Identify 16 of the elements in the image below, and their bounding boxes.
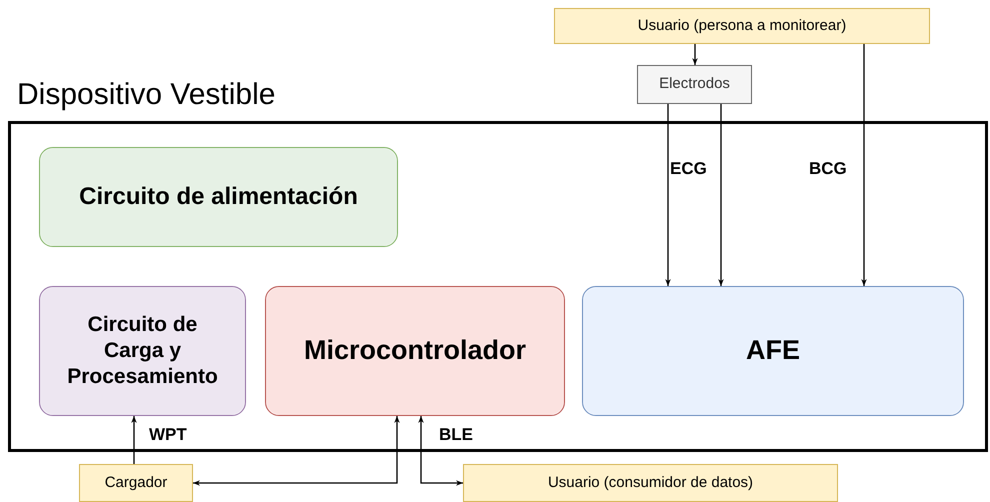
- arrow: [718, 104, 724, 286]
- data-user-box: Usuario (consumidor de datos): [463, 464, 838, 502]
- user-box: Usuario (persona a monitorear): [554, 8, 930, 44]
- power-circuit-box: Circuito de alimentación: [39, 147, 398, 247]
- arrow: [861, 44, 867, 286]
- arrow: [692, 44, 698, 65]
- charger-box: Cargador: [79, 464, 193, 502]
- microcontroller-box: Microcontrolador: [265, 286, 565, 416]
- afe-box: AFE: [582, 286, 964, 416]
- arrow: [418, 416, 463, 486]
- arrow: [665, 104, 671, 286]
- arrow: [193, 416, 400, 486]
- device-title: Dispositivo Vestible: [17, 78, 276, 112]
- arrow: [131, 416, 137, 464]
- electrode-box: Electrodos: [637, 65, 752, 104]
- charging-circuit-box: Circuito de Carga y Procesamiento: [39, 286, 246, 416]
